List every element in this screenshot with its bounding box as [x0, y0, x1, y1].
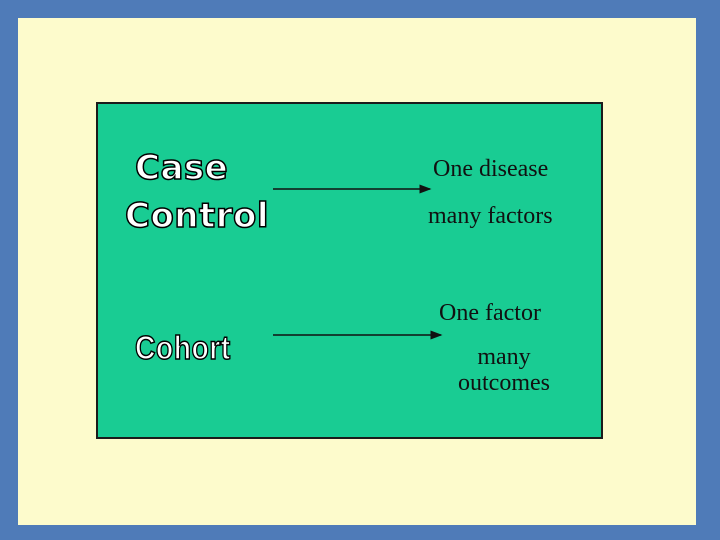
diagram-panel: Case Control Cohort One disease many fac…: [96, 102, 603, 439]
slide: Case Control Cohort One disease many fac…: [18, 18, 696, 525]
cohort-label: Cohort: [134, 328, 231, 367]
case-control-description-line1: One disease: [433, 156, 549, 182]
case-label: Case: [134, 147, 229, 189]
case-control-description-line2: many factors: [428, 203, 553, 229]
cohort-description-line2: many outcomes: [458, 344, 550, 396]
control-label: Control: [124, 195, 270, 237]
cohort-description-line1: One factor: [439, 300, 541, 326]
arrows-layer: [273, 184, 443, 340]
